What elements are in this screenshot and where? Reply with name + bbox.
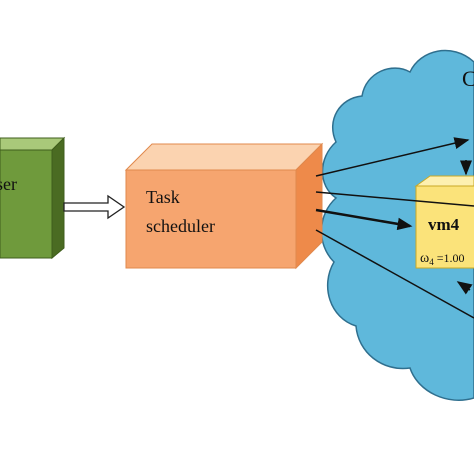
user-box-label: ser [0,174,17,194]
vm-weight-symbol: ω [420,251,429,266]
link-arrow-4 [315,229,474,319]
vm-weight-subscript: 4 [429,257,434,267]
flow-arrow-icon [63,194,126,220]
user-box-side [51,136,65,260]
vm-weight-value: =1.00 [434,251,465,265]
vm-weight: ω4 =1.00 [420,251,465,267]
vm-name: vm4 [428,215,460,234]
scheduler-label-line2: scheduler [146,216,215,236]
scheduler-box-front [125,169,297,269]
vm-box-front [415,185,474,269]
vm-box [414,175,474,269]
user-box-front [0,149,53,259]
scheduler-box [124,142,324,270]
link-arrow-vm [315,208,413,231]
cloud-label: C [462,66,474,91]
link-arrow-lower-right [456,281,473,295]
user-box [0,136,66,260]
link-arrow-2 [315,191,474,207]
link-arrow-1 [315,137,470,177]
scheduler-label-line1: Task [146,187,180,207]
scheduler-box-top [124,143,324,171]
